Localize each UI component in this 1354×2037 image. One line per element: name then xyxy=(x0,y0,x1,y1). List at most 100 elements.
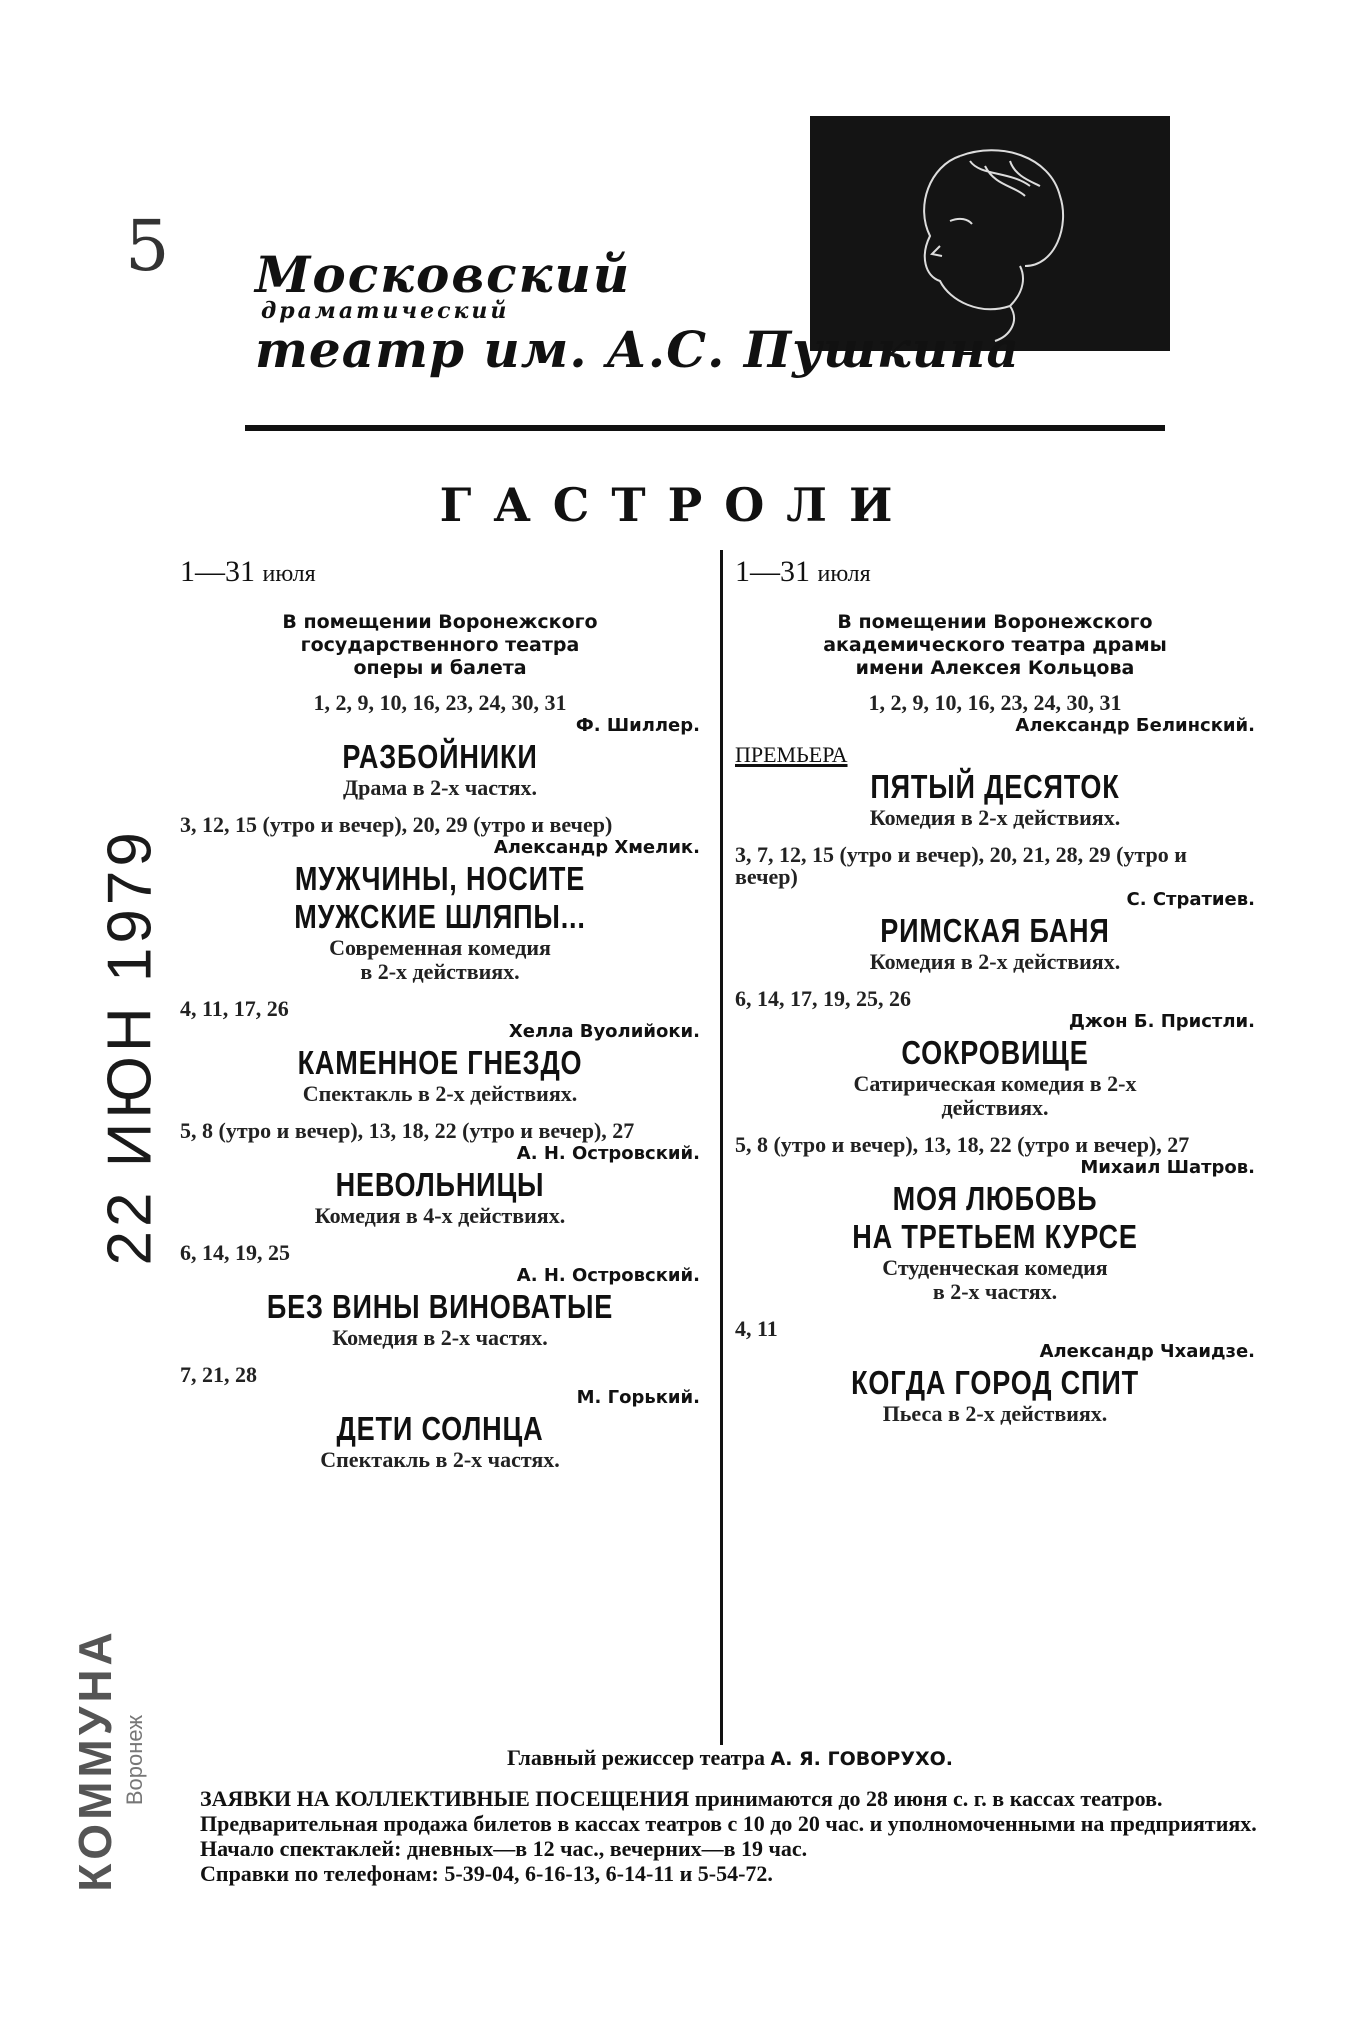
genre-line: в 2-х действиях. xyxy=(360,959,520,984)
newspaper-stamp: КОММУНА Воронеж xyxy=(68,1600,148,1920)
play-genre: Спектакль в 2-х частях. xyxy=(180,1448,700,1472)
date-month: июля xyxy=(262,561,316,587)
director-label: Главный режиссер театра xyxy=(506,1745,765,1770)
play-listing: 1, 2, 9, 10, 16, 23, 24, 30, 31 Ф. Шиллер… xyxy=(180,690,701,800)
play-title: ДЕТИ СОЛНЦА xyxy=(336,1410,544,1447)
genre-line: Современная комедия xyxy=(329,935,551,960)
newspaper-city: Воронеж xyxy=(122,1714,147,1806)
play-title: КОГДА ГОРОД СПИТ xyxy=(851,1364,1139,1401)
performance-days: 4, 11 xyxy=(735,1316,778,1341)
play-listing: 4, 11, 17, 26 Хелла Вуолийоки.КАМЕННОЕ ГН… xyxy=(180,998,700,1106)
genre-line: Комедия в 4-х действиях. xyxy=(314,1203,566,1228)
headline: ГАСТРОЛИ xyxy=(439,478,915,532)
pushkin-portrait xyxy=(810,116,1170,351)
play-author: Михаил Шатров. xyxy=(1080,1157,1255,1178)
portrait-drawing-icon xyxy=(923,149,1065,342)
genre-line: в 2-х частях. xyxy=(932,1279,1058,1304)
play-genre: Драма в 2-х частях. xyxy=(180,776,700,800)
venue-line: имени Алексея Кольцова xyxy=(855,657,1135,679)
genre-line: Спектакль в 2-х действиях. xyxy=(302,1081,578,1106)
play-title: СОКРОВИЩЕ xyxy=(901,1034,1089,1071)
footer-line: ЗАЯВКИ НА КОЛЛЕКТИВНЫЕ ПОСЕЩЕНИЯ принима… xyxy=(200,1786,1163,1811)
play-listing: 6, 14, 19, 25 А. Н. Островский.БЕЗ ВИНЫ В… xyxy=(180,1242,700,1350)
director-name: А. Я. ГОВОРУХО. xyxy=(770,1748,954,1770)
play-author: С. Стратиев. xyxy=(1126,889,1255,910)
play-genre: Комедия в 2-х частях. xyxy=(180,1326,700,1350)
newspaper-name: КОММУНА xyxy=(69,1628,121,1892)
play-listing: 5, 8 (утро и вечер), 13, 18, 22 (утро и … xyxy=(180,1120,700,1228)
footer: Главный режиссер театра А. Я. ГОВОРУХО. … xyxy=(200,1745,1260,1886)
date-range-value: 1—31 xyxy=(180,555,255,588)
play-genre: Спектакль в 2-х действиях. xyxy=(180,1082,700,1106)
date-range: 1—31 июля xyxy=(180,555,700,589)
play-title: КАМЕННОЕ ГНЕЗДО xyxy=(297,1044,583,1081)
play-genre: Комедия в 2-х действиях. xyxy=(735,806,1255,830)
play-author: А. Н. Островский. xyxy=(516,1143,700,1164)
play-author: Хелла Вуолийоки. xyxy=(508,1021,700,1042)
genre-line: Комедия в 2-х действиях. xyxy=(869,805,1121,830)
performance-days: 6, 14, 19, 25 xyxy=(180,1240,290,1265)
genre-line: Драма в 2-х частях. xyxy=(342,775,537,800)
play-listing: 3, 7, 12, 15 (утро и вечер), 20, 21, 28,… xyxy=(735,844,1255,974)
date-month: июля xyxy=(817,561,871,587)
date-stamp: 22 ИЮН 1979 xyxy=(95,828,165,1266)
play-author: Александр Хмелик. xyxy=(493,837,700,858)
genre-line: действиях. xyxy=(941,1095,1049,1120)
performance-days: 4, 11, 17, 26 xyxy=(180,996,289,1021)
genre-line: Студенческая комедия xyxy=(882,1255,1108,1280)
date-range-value: 1—31 xyxy=(735,555,810,588)
play-title: МУЖЧИНЫ, НОСИТЕ xyxy=(294,860,586,897)
genre-line: Пьеса в 2-х действиях. xyxy=(882,1401,1108,1426)
play-genre: Пьеса в 2-х действиях. xyxy=(735,1402,1255,1426)
play-genre: Комедия в 4-х действиях. xyxy=(180,1204,700,1228)
footer-line: Начало спектаклей: дневных—в 12 час., ве… xyxy=(200,1836,808,1861)
header-rule xyxy=(245,425,1165,431)
play-title: МОЯ ЛЮБОВЬ xyxy=(892,1180,1098,1217)
play-title: РИМСКАЯ БАНЯ xyxy=(880,912,1110,949)
genre-line: Комедия в 2-х действиях. xyxy=(869,949,1121,974)
director-line: Главный режиссер театра А. Я. ГОВОРУХО. xyxy=(200,1745,1260,1772)
play-title: ПЯТЫЙ ДЕСЯТОК xyxy=(870,768,1120,805)
play-author: Ф. Шиллер. xyxy=(575,715,700,736)
play-title: НЕВОЛЬНИЦЫ xyxy=(335,1166,545,1203)
performance-days: 1, 2, 9, 10, 16, 23, 24, 30, 31 xyxy=(313,690,567,715)
handwritten-mark: 5 xyxy=(125,205,170,287)
venue-line: академического театра драмы xyxy=(823,634,1167,656)
play-listing: 3, 12, 15 (утро и вечер), 20, 29 (утро и… xyxy=(180,814,700,984)
performance-days: 7, 21, 28 xyxy=(180,1362,257,1387)
play-author: М. Горький. xyxy=(576,1387,700,1408)
genre-line: Комедия в 2-х частях. xyxy=(332,1325,548,1350)
footer-line: Справки по телефонам: 5-39-04, 6-16-13, … xyxy=(200,1861,773,1886)
performance-days: 1, 2, 9, 10, 16, 23, 24, 30, 31 xyxy=(868,690,1122,715)
play-title: НА ТРЕТЬЕМ КУРСЕ xyxy=(852,1218,1138,1255)
venue-line: В помещении Воронежского xyxy=(837,611,1153,633)
column-divider xyxy=(720,550,723,1745)
footer-line: Предварительная продажа билетов в кассах… xyxy=(200,1811,1257,1836)
logo-line-2: драматический xyxy=(261,298,510,324)
genre-line: Спектакль в 2-х частях. xyxy=(320,1447,560,1472)
performance-days: 3, 12, 15 (утро и вечер), 20, 29 (утро и… xyxy=(180,812,613,837)
performance-days: 6, 14, 17, 19, 25, 26 xyxy=(735,986,911,1011)
venue-line: государственного театра xyxy=(300,634,580,656)
play-title: БЕЗ ВИНЫ ВИНОВАТЫЕ xyxy=(266,1288,614,1325)
venue-line: оперы и балета xyxy=(353,657,527,679)
play-author: Александр Чхаидзе. xyxy=(1039,1341,1255,1362)
play-author: Александр Белинский. xyxy=(1015,715,1255,736)
logo-line-1: Московский xyxy=(255,245,632,304)
play-listing: 5, 8 (утро и вечер), 13, 18, 22 (утро и … xyxy=(735,1134,1255,1304)
genre-line: Сатирическая комедия в 2-х xyxy=(853,1071,1137,1096)
venue-line: В помещении Воронежского xyxy=(282,611,598,633)
play-author: А. Н. Островский. xyxy=(516,1265,700,1286)
play-title: РАЗБОЙНИКИ xyxy=(342,738,538,775)
date-range: 1—31 июля xyxy=(735,555,1255,589)
performance-days: 3, 7, 12, 15 (утро и вечер), 20, 21, 28,… xyxy=(735,842,1187,889)
play-genre: Комедия в 2-х действиях. xyxy=(735,950,1255,974)
